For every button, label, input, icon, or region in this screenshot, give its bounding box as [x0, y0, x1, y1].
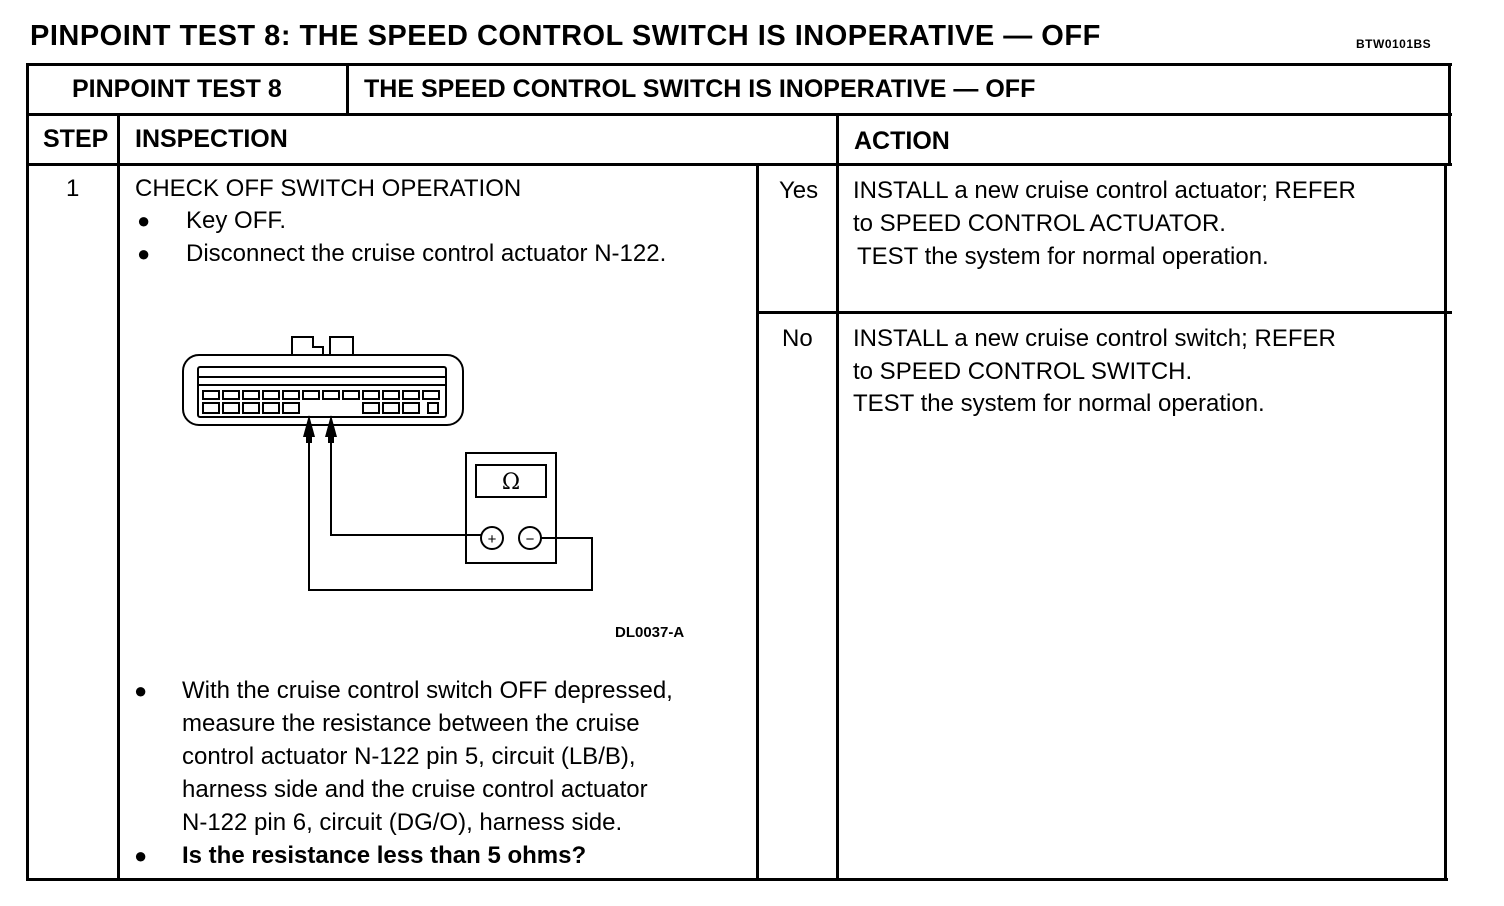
test-lead-positive	[330, 425, 481, 536]
ohm-symbol: Ω	[502, 470, 520, 495]
bullet-icon: ●	[137, 208, 151, 233]
action-yes-line: INSTALL a new cruise control actuator; R…	[853, 177, 1356, 204]
connector-latch	[291, 336, 324, 355]
table-border-right	[1444, 163, 1447, 881]
bullet-icon: ●	[134, 843, 148, 868]
header-step: STEP	[43, 125, 109, 153]
test-lead-negative	[308, 425, 593, 591]
connector-pins	[202, 390, 440, 414]
action-no-line: to SPEED CONTROL SWITCH.	[853, 358, 1193, 385]
table-rule-yes-no	[758, 311, 1452, 314]
connector-ohmmeter-diagram: Ω + −	[182, 336, 593, 591]
table-rule-title-divider	[346, 63, 349, 115]
ohmmeter-body	[465, 452, 557, 564]
inspection-bullet: Disconnect the cruise control actuator N…	[186, 240, 667, 267]
table-border-right-top	[1448, 63, 1451, 165]
table-border-bottom	[26, 878, 1448, 881]
ohmmeter-display	[475, 464, 547, 498]
connector-face	[197, 366, 447, 418]
table-rule-action	[836, 113, 839, 881]
header-inspection: INSPECTION	[135, 125, 288, 153]
measure-line: measure the resistance between the cruis…	[182, 710, 640, 737]
table-rule-step	[117, 113, 120, 881]
step-number: 1	[66, 175, 80, 202]
inspection-heading: CHECK OFF SWITCH OPERATION	[135, 175, 522, 202]
table-rule-header	[26, 163, 1452, 166]
test-title: THE SPEED CONTROL SWITCH IS INOPERATIVE …	[364, 75, 1036, 103]
measure-line: control actuator N-122 pin 5, circuit (L…	[182, 743, 636, 770]
test-label: PINPOINT TEST 8	[72, 75, 282, 103]
table-border-left	[26, 63, 29, 881]
connector-latch	[329, 336, 354, 355]
action-no-line: INSTALL a new cruise control switch; REF…	[853, 325, 1336, 352]
probe-tip	[303, 415, 315, 437]
measure-line: harness side and the cruise control actu…	[182, 776, 648, 803]
connector-body	[182, 354, 464, 426]
page-title: PINPOINT TEST 8: THE SPEED CONTROL SWITC…	[30, 20, 1101, 52]
answer-no: No	[782, 325, 813, 352]
measure-line: With the cruise control switch OFF depre…	[182, 677, 673, 704]
action-no-line: TEST the system for normal operation.	[853, 390, 1265, 417]
inspection-bullet: Key OFF.	[186, 207, 287, 234]
header-action: ACTION	[854, 127, 950, 155]
ohmmeter-positive-terminal	[480, 526, 504, 550]
question: Is the resistance less than 5 ohms?	[182, 842, 587, 869]
bullet-icon: ●	[137, 241, 151, 266]
document-code: BTW0101BS	[1356, 37, 1432, 51]
plus-symbol: +	[488, 531, 497, 548]
action-yes-line: to SPEED CONTROL ACTUATOR.	[853, 210, 1226, 237]
action-yes-line: TEST the system for normal operation.	[857, 243, 1269, 270]
measure-line: N-122 pin 6, circuit (DG/O), harness sid…	[182, 809, 623, 836]
figure-caption: DL0037-A	[615, 624, 685, 641]
answer-yes: Yes	[779, 177, 819, 204]
table-border-top	[26, 63, 1452, 66]
minus-symbol: −	[526, 531, 535, 548]
table-rule-answer	[756, 163, 759, 881]
table-rule-title	[26, 113, 1452, 116]
probe-tip	[325, 415, 337, 437]
bullet-icon: ●	[134, 678, 148, 703]
